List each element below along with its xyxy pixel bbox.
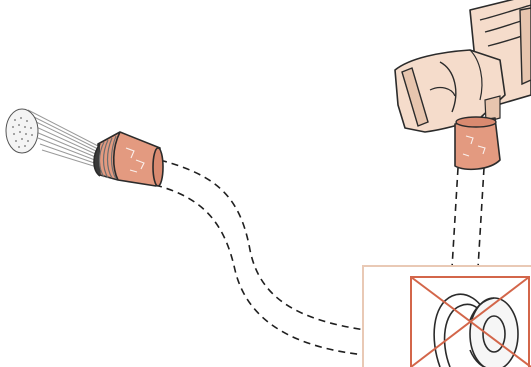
right-wire-connector — [454, 116, 501, 171]
left-wire-connector — [93, 131, 164, 187]
dashed-route-vertical-right — [477, 167, 485, 269]
shower-holder-icon — [394, 0, 531, 133]
wire-connector-icon — [454, 117, 501, 171]
dashed-route-upper — [159, 159, 366, 331]
tape-roll-icon — [433, 293, 519, 367]
wire-bundle-icon — [5, 108, 101, 169]
dashed-route-group — [154, 159, 485, 356]
dashed-route-vertical-left — [451, 167, 459, 269]
inset-panel — [362, 265, 531, 367]
dashed-route-lower — [154, 184, 366, 356]
crossed-out-icon — [410, 276, 531, 367]
